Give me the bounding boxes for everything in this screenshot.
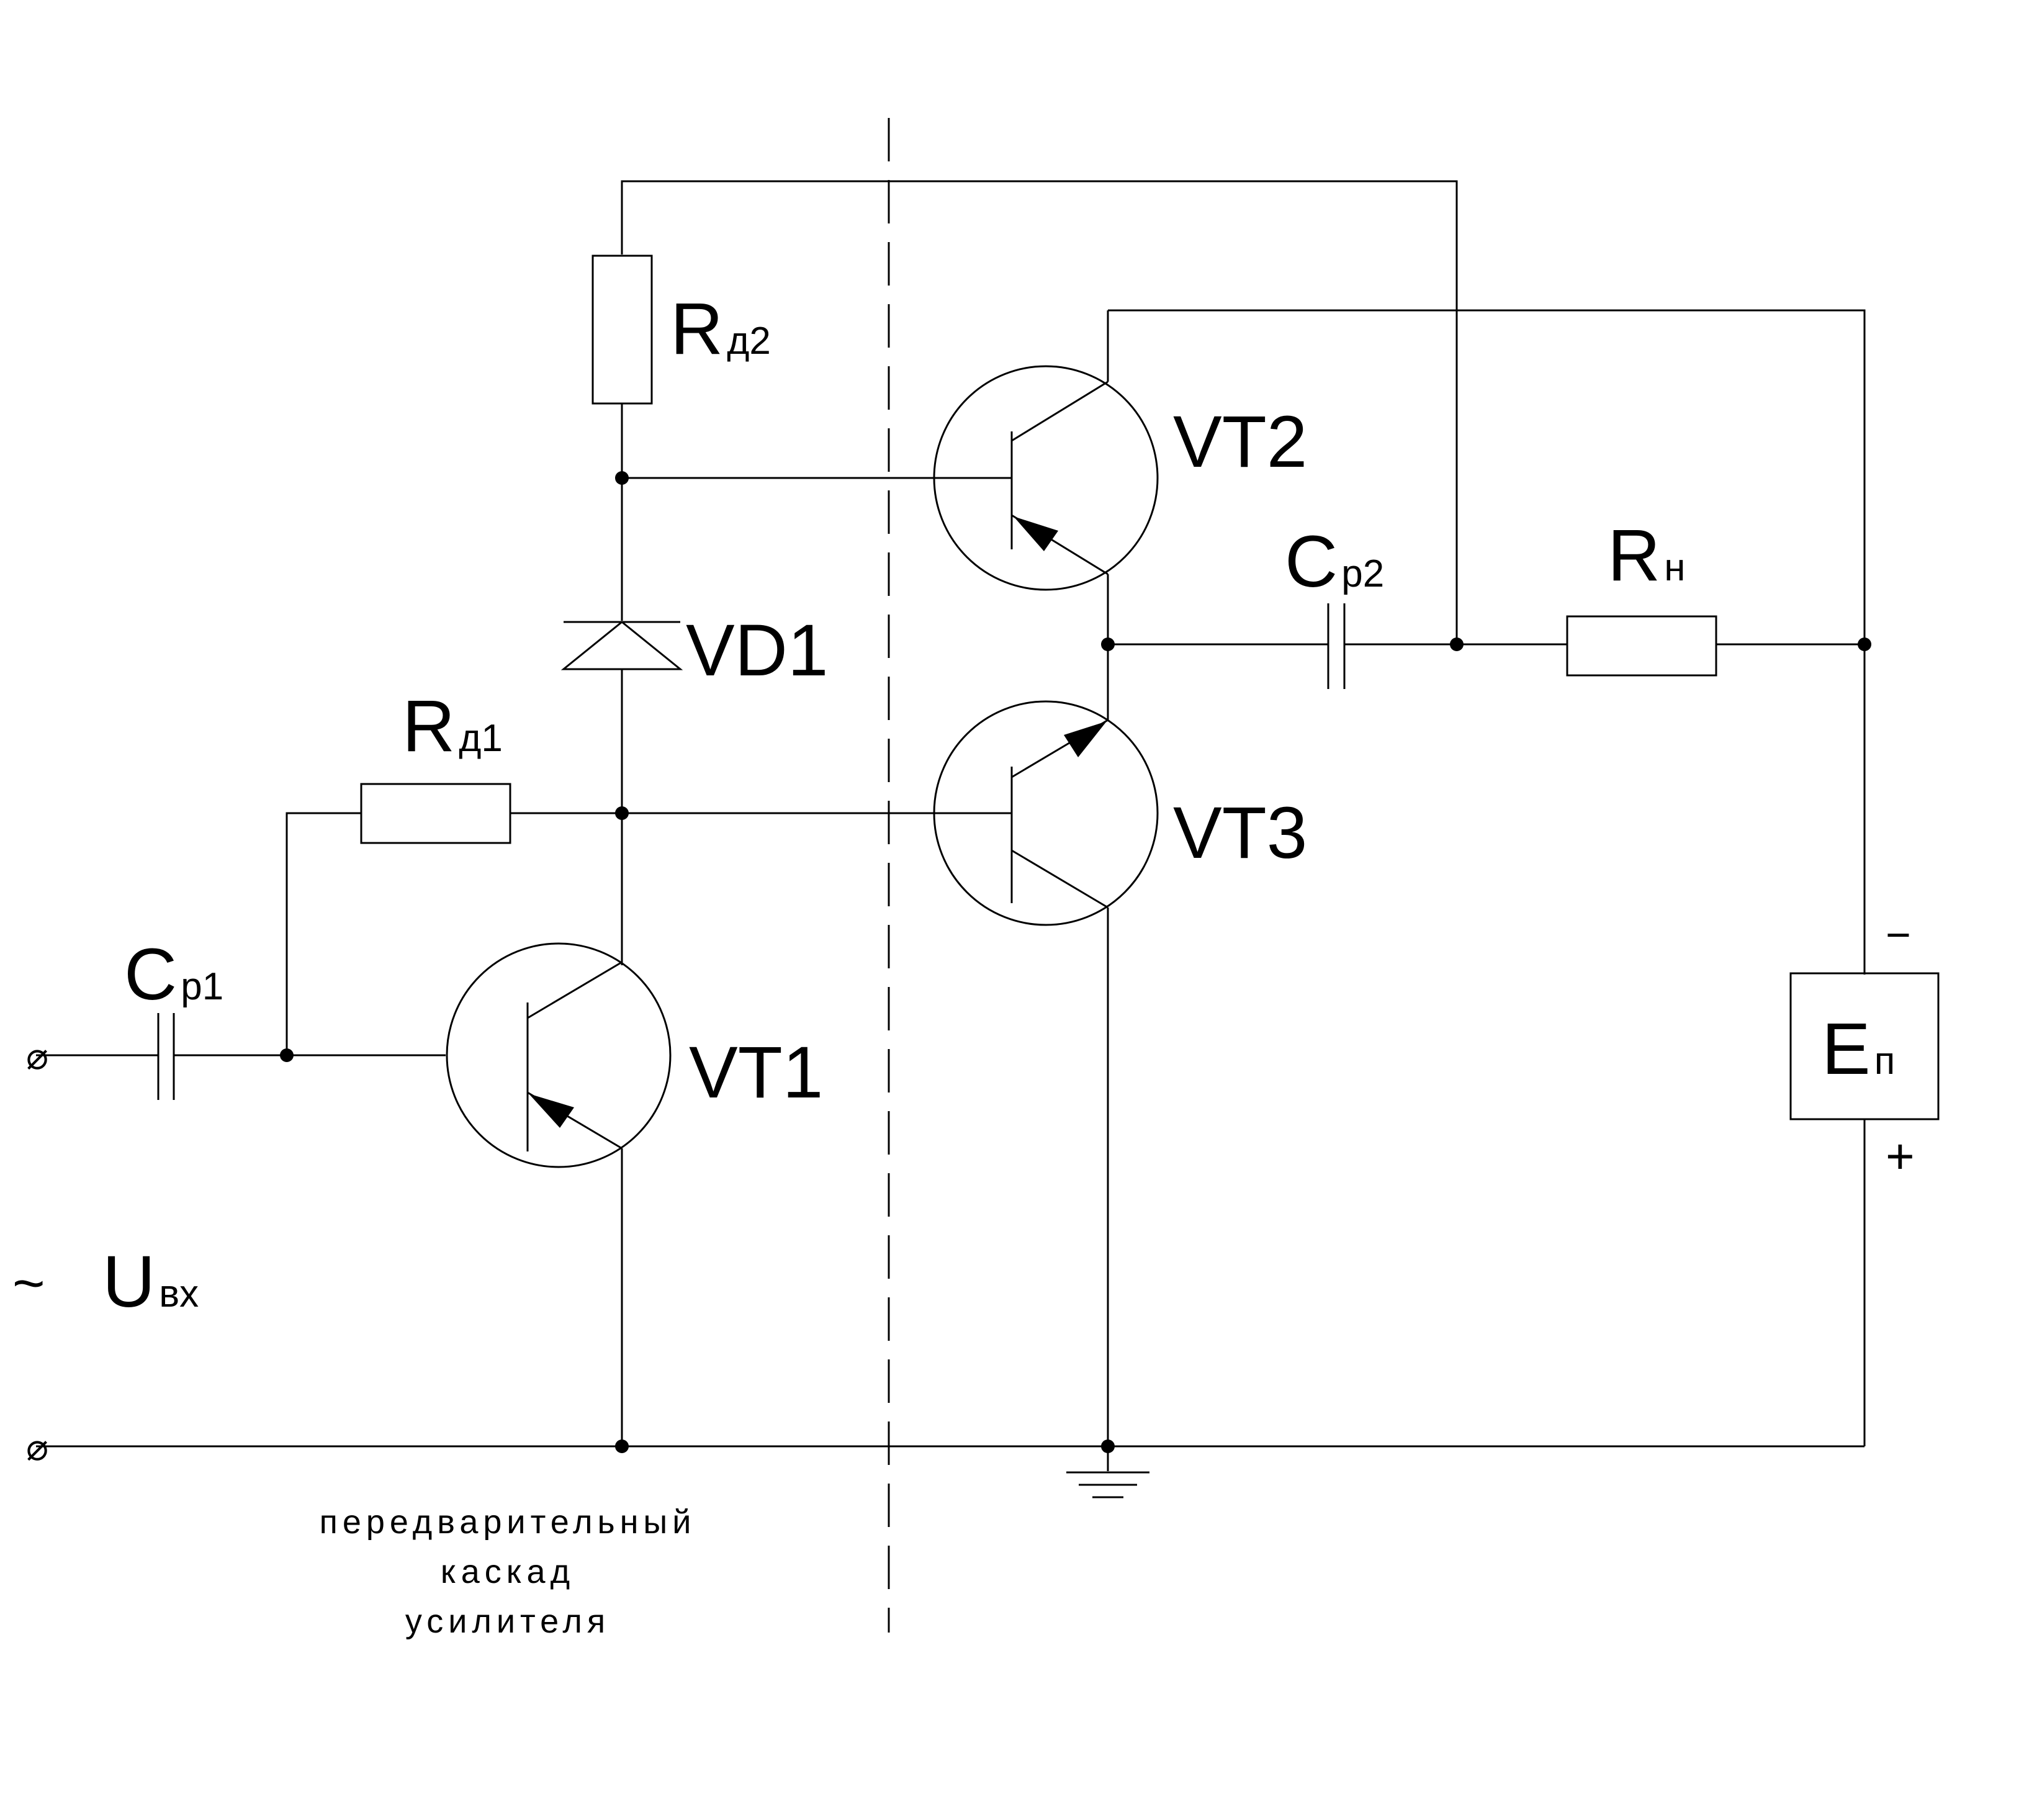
- transistor-vt3: [933, 700, 1159, 1446]
- label-uin: Uвх: [102, 1241, 199, 1323]
- resistor-rd2: [591, 255, 653, 621]
- wire-top-bus: [621, 180, 1458, 644]
- label-rd1: Rд1: [402, 685, 503, 767]
- diode-vd1: [560, 621, 683, 965]
- label-plus: +: [1886, 1128, 1915, 1184]
- label-rn: Rн: [1608, 515, 1685, 597]
- svg-text:каскад: каскад: [441, 1553, 575, 1590]
- transistor-vt1: [446, 942, 672, 1446]
- tilde-symbol: ~: [12, 1253, 45, 1315]
- capacitor-cp1: [157, 1013, 175, 1100]
- svg-text:усилителя: усилителя: [405, 1603, 610, 1640]
- junction-dots: [280, 471, 1871, 1453]
- voltage-source-ep: [1789, 972, 1940, 1446]
- label-vt1: VT1: [689, 1032, 823, 1114]
- ground-symbol: [1066, 1446, 1149, 1498]
- label-vd1: VD1: [686, 610, 829, 692]
- stage-caption: передварительный каскад усилителя: [320, 1503, 696, 1640]
- capacitor-cp2: [1327, 603, 1346, 689]
- input-terminal-bottom: ⌀: [26, 1426, 48, 1468]
- label-minus: −: [1886, 911, 1911, 959]
- label-cp2: Cр2: [1285, 521, 1384, 603]
- wire-right-rail-top: [1108, 309, 1866, 975]
- label-rd2: Rд2: [670, 288, 771, 370]
- label-cp1: Cр1: [124, 934, 223, 1016]
- transistor-vt2: [933, 310, 1159, 591]
- label-ep: Eп: [1822, 1008, 1895, 1090]
- resistor-rd1: [286, 783, 1012, 1055]
- label-vt2: VT2: [1173, 401, 1307, 483]
- resistor-rn: [1566, 615, 1717, 677]
- label-vt3: VT3: [1173, 792, 1307, 874]
- svg-text:передварительный: передварительный: [320, 1503, 696, 1541]
- input-terminal-top: ⌀: [26, 1035, 48, 1077]
